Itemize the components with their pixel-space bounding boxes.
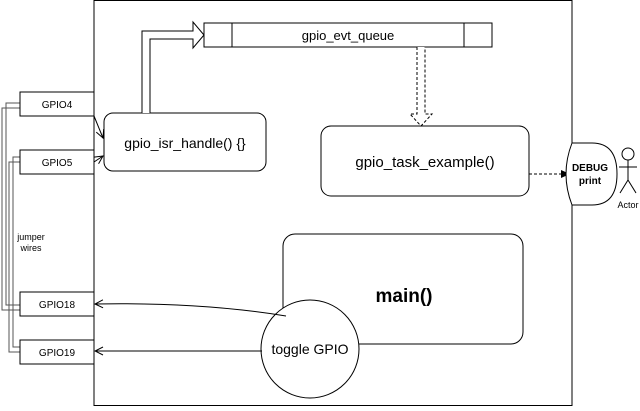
gpio-pin-18-label: GPIO18 — [39, 300, 76, 311]
arrow-isr-to-queue — [141, 20, 205, 113]
isr-handler-label: gpio_isr_handle() {} — [124, 135, 246, 151]
toggle-gpio-label: toggle GPIO — [271, 341, 348, 357]
gpio-pin-19: GPIO19 — [19, 339, 95, 365]
event-queue: gpio_evt_queue — [203, 22, 493, 48]
isr-handler-box: gpio_isr_handle() {} — [103, 112, 267, 172]
arrow-gpio5-to-isr — [93, 156, 103, 162]
debug-label-line2: print — [579, 176, 602, 187]
toggle-gpio-node: toggle GPIO — [260, 299, 360, 399]
jumper-wires — [1, 102, 20, 353]
actor-icon — [619, 147, 637, 194]
debug-print-display: DEBUG print — [565, 142, 618, 206]
gpio-pin-5: GPIO5 — [19, 149, 95, 175]
arrow-queue-to-task — [408, 47, 434, 127]
jumper-label-line1: jumper — [16, 232, 45, 242]
arrow-toggle-to-gpio18 — [95, 304, 287, 317]
task-box: gpio_task_example() — [320, 125, 530, 197]
jumper-label-line2: wires — [19, 243, 42, 253]
gpio-pin-18: GPIO18 — [19, 291, 95, 317]
debug-label-line1: DEBUG — [572, 163, 608, 174]
arrow-gpio4-to-isr — [93, 115, 103, 138]
gpio-pin-5-label: GPIO5 — [42, 158, 73, 169]
gpio-pin-4: GPIO4 — [19, 91, 95, 117]
main-label: main() — [376, 286, 433, 307]
task-label: gpio_task_example() — [355, 154, 494, 171]
gpio-pin-19-label: GPIO19 — [39, 348, 76, 359]
gpio-pin-4-label: GPIO4 — [42, 100, 73, 111]
actor-label: Actor — [617, 200, 638, 210]
queue-label: gpio_evt_queue — [302, 28, 395, 43]
